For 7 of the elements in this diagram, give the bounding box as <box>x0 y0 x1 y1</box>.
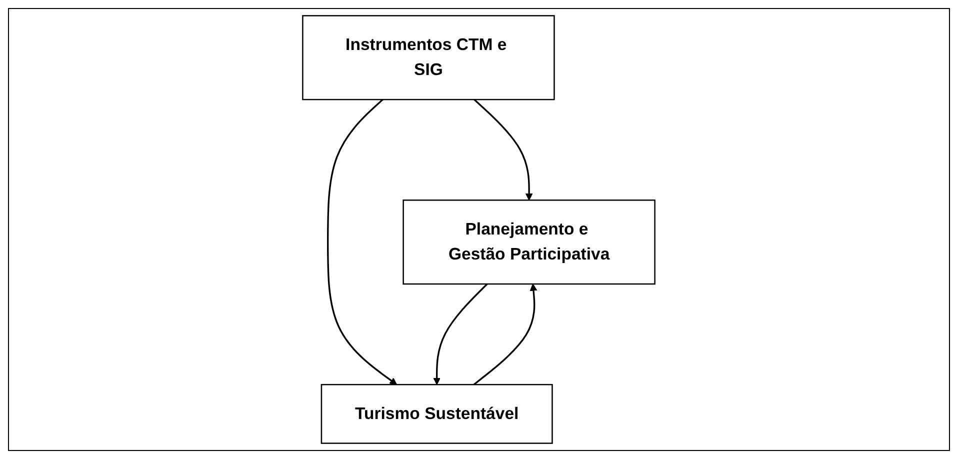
arrow <box>474 98 533 200</box>
arrow <box>433 283 488 385</box>
arrow <box>474 284 538 386</box>
node-box: Turismo Sustentável <box>321 384 554 444</box>
arrow <box>327 98 398 385</box>
node-box: Planejamento e Gestão Participativa <box>402 200 656 285</box>
node-box: Instrumentos CTM e SIG <box>302 15 556 100</box>
